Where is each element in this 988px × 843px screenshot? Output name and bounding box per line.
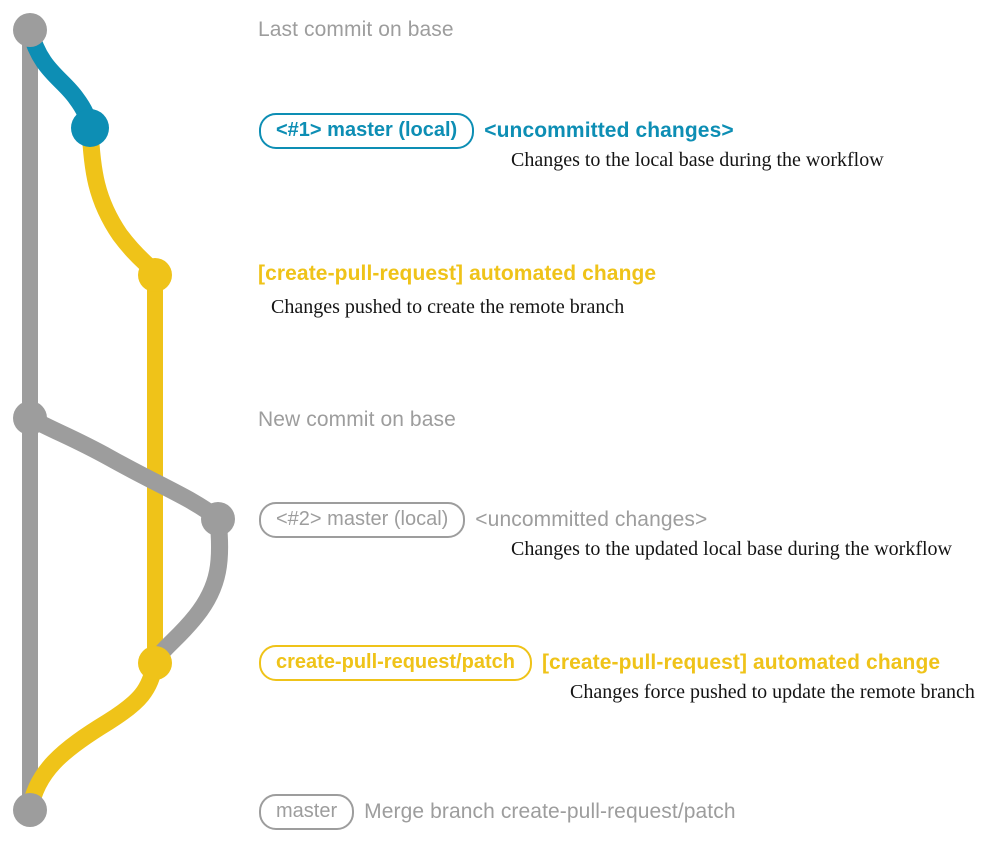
commit-message-local-uncommitted-2: <uncommitted changes> [475,508,708,531]
commit-message-merge-branch: Merge branch create-pull-request/patch [364,800,736,823]
updated-local-branch-line [21,409,227,528]
commit-node-local-uncommitted-1[interactable] [71,109,109,147]
commit-message-local-uncommitted-1: <uncommitted changes> [484,119,734,142]
commit-heading-new-commit-on-base: New commit on base [258,408,456,431]
commit-row-local-uncommitted-2: <#2> master (local) <uncommitted changes… [259,502,707,538]
commit-description-automated-change-update: Changes force pushed to update the remot… [570,681,975,703]
branch-badge-master-local-2[interactable]: <#2> master (local) [259,502,466,538]
commit-heading-last-commit-on-base: Last commit on base [258,18,454,41]
commit-node-new-commit-on-base[interactable] [13,401,47,435]
commit-node-last-commit-on-base[interactable] [13,13,47,47]
commit-message-automated-change-create: [create-pull-request] automated change [258,262,657,285]
commit-message-automated-change-update: [create-pull-request] automated change [541,651,941,674]
commit-node-merge-branch[interactable] [13,793,47,827]
branch-badge-create-pull-request-patch[interactable]: create-pull-request/patch [259,645,532,681]
branch-badge-master[interactable]: master [259,794,355,830]
commit-row-automated-change-create: [create-pull-request] automated change [258,262,656,286]
commit-description-local-uncommitted-1: Changes to the local base during the wor… [511,149,884,171]
commit-node-automated-change-update[interactable] [138,646,172,680]
commit-node-local-uncommitted-2[interactable] [201,502,235,536]
commit-row-local-uncommitted-1: <#1> master (local) <uncommitted changes… [259,113,734,149]
commit-description-local-uncommitted-2: Changes to the updated local base during… [511,538,952,560]
commit-node-automated-change-create[interactable] [138,258,172,292]
commit-description-automated-change-create: Changes pushed to create the remote bran… [271,296,625,318]
branch-badge-master-local-1[interactable]: <#1> master (local) [259,113,475,149]
merge-line [21,654,164,819]
commit-row-automated-change-update: create-pull-request/patch [create-pull-r… [259,645,940,681]
commit-row-merge-branch: master Merge branch create-pull-request/… [259,794,736,830]
